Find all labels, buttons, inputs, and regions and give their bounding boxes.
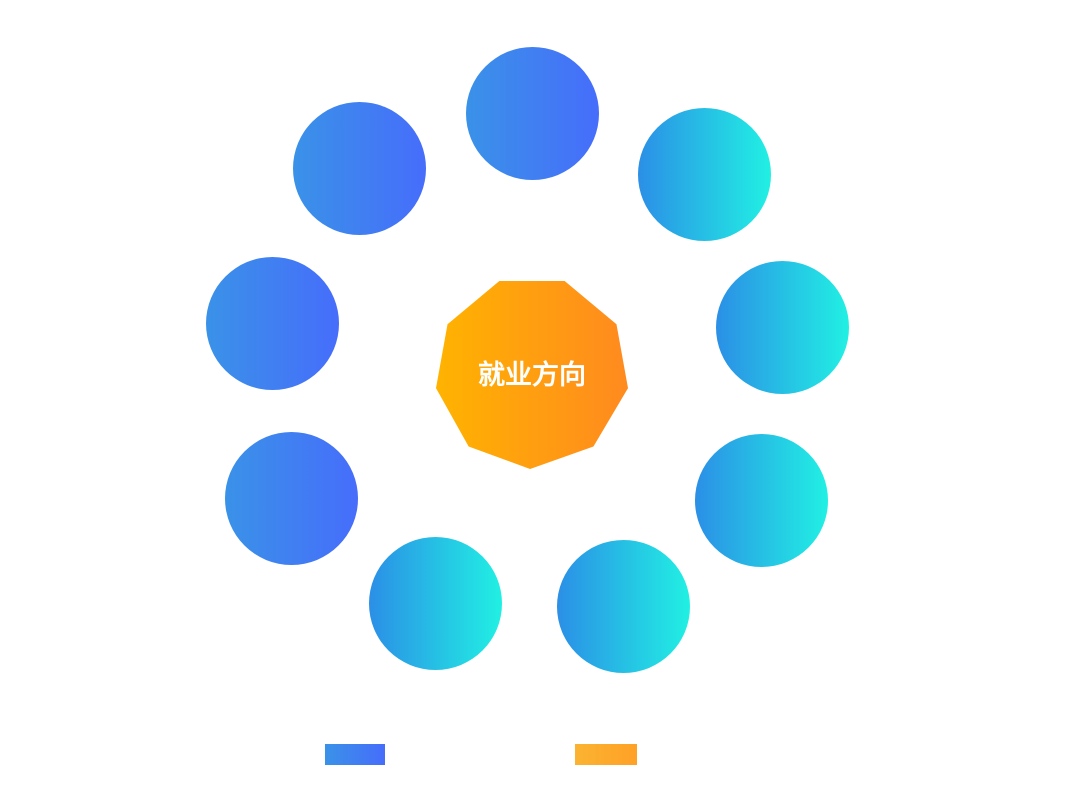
node-bottom-left-lower [369, 537, 502, 670]
center-hub-shape [436, 281, 628, 469]
node-top [466, 47, 599, 180]
legend-swatch-orange [575, 744, 637, 765]
node-right [716, 261, 849, 394]
node-top-right [638, 108, 771, 241]
node-bottom-right-lower [557, 540, 690, 673]
legend-swatch-blue [325, 744, 385, 765]
node-top-left [293, 102, 426, 235]
node-left [206, 257, 339, 390]
node-bottom-right [695, 434, 828, 567]
node-bottom-left [225, 432, 358, 565]
center-hub-label: 就业方向 [478, 360, 586, 391]
